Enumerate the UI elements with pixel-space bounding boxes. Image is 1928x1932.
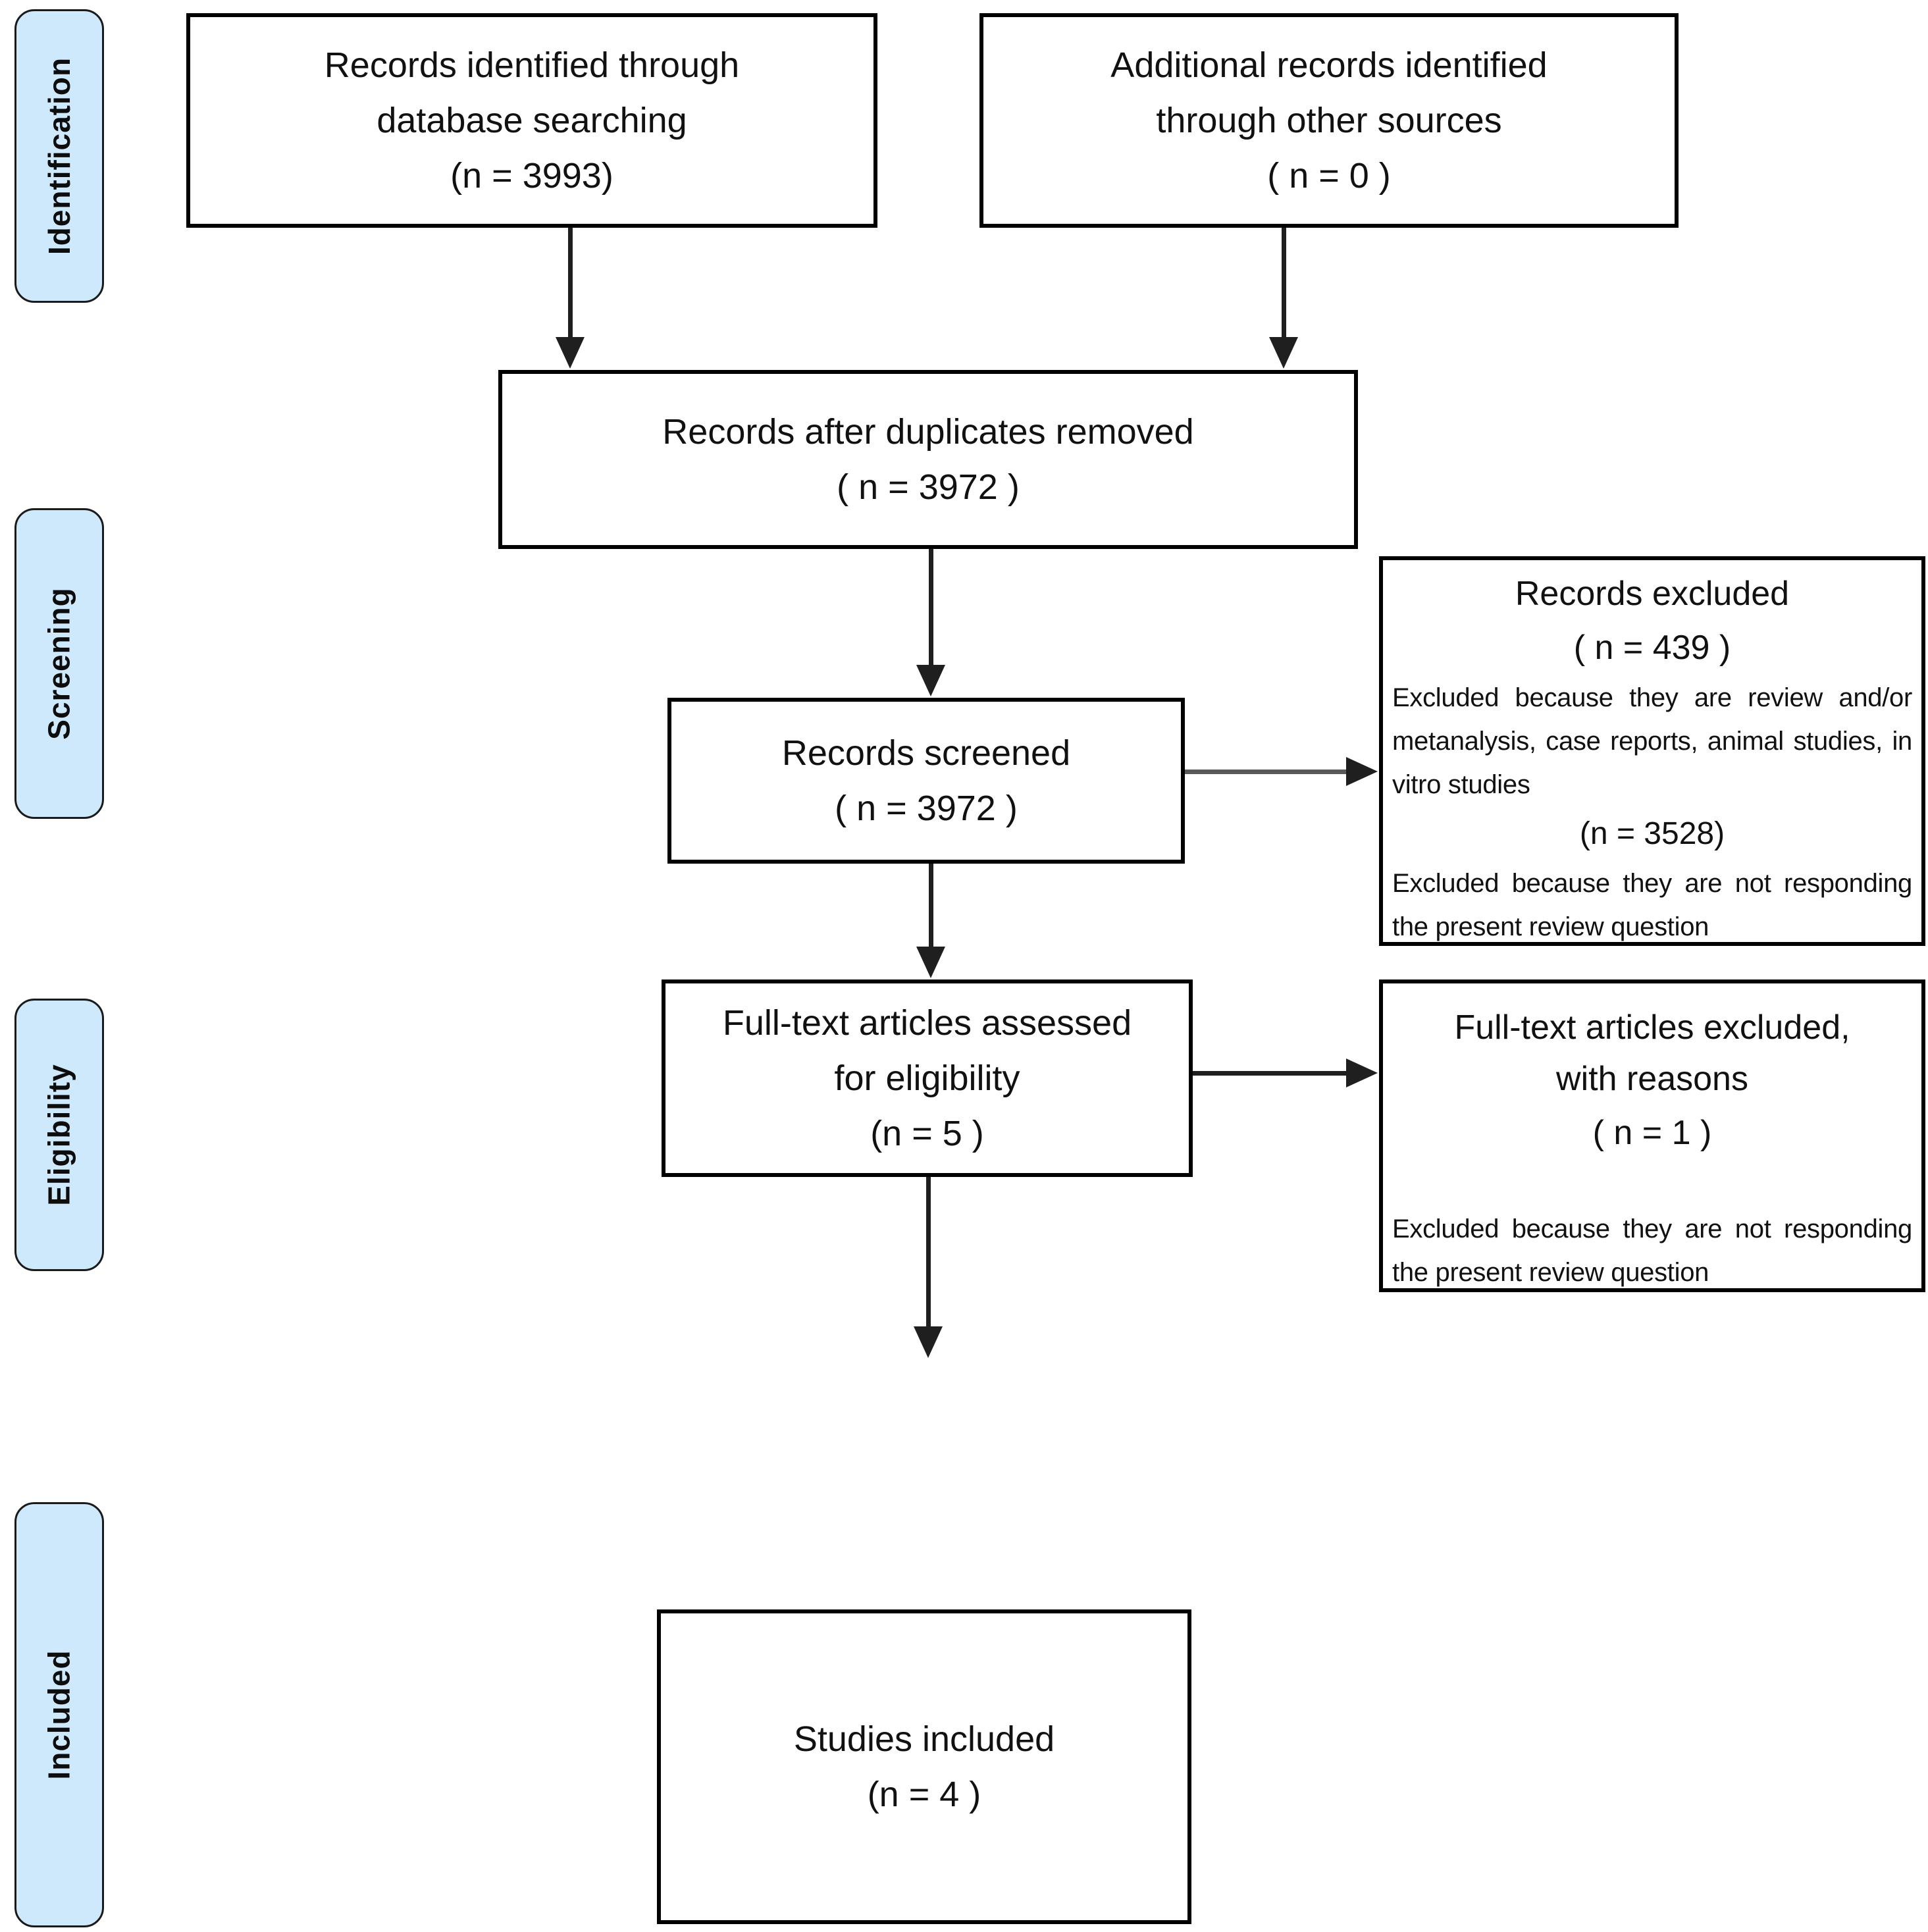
arrowhead-down-icon [914, 1326, 943, 1358]
records-excluded-count: ( n = 439 ) [1573, 629, 1731, 667]
arrowhead-down-icon [916, 947, 945, 978]
stage-screening: Screening [14, 508, 104, 819]
box-fulltext-assessed: Full-text articles assessed for eligibil… [662, 979, 1193, 1177]
stage-identification-label: Identification [42, 57, 77, 255]
arrowhead-down-icon [556, 337, 585, 369]
box-duplicates-removed: Records after duplicates removed ( n = 3… [498, 370, 1358, 549]
arrow-line-identified-to-duplicates [568, 228, 573, 337]
arrow-line-duplicates-to-screened [929, 549, 933, 665]
arrowhead-down-icon [916, 665, 945, 696]
studies-included-line1: Studies included [793, 1719, 1055, 1759]
box-records-excluded: Records excluded ( n = 439 ) Excluded be… [1379, 556, 1925, 946]
stage-screening-label: Screening [42, 587, 77, 740]
stage-included: Included [14, 1502, 104, 1927]
additional-records-count: ( n = 0 ) [1267, 156, 1391, 196]
arrowhead-right-icon [1346, 1058, 1378, 1087]
records-screened-line1: Records screened [781, 733, 1071, 773]
box-studies-included: Studies included (n = 4 ) [657, 1609, 1191, 1924]
duplicates-removed-count: ( n = 3972 ) [837, 467, 1020, 507]
duplicates-removed-line1: Records after duplicates removed [662, 412, 1194, 452]
records-screened-count: ( n = 3972 ) [835, 789, 1018, 828]
arrowhead-down-icon [1269, 337, 1298, 369]
records-identified-line1: Records identified through [324, 45, 740, 85]
records-excluded-title: Records excluded [1515, 575, 1790, 613]
box-fulltext-excluded: Full-text articles excluded, with reason… [1379, 979, 1925, 1292]
fulltext-assessed-line1: Full-text articles assessed [722, 1003, 1132, 1043]
additional-records-line2: through other sources [1156, 101, 1502, 140]
studies-included-count: (n = 4 ) [867, 1775, 981, 1814]
fulltext-excluded-count: ( n = 1 ) [1592, 1114, 1712, 1152]
box-records-identified: Records identified through database sear… [186, 13, 877, 228]
records-excluded-reason2: Excluded because they are not responding… [1392, 869, 1912, 941]
stage-included-label: Included [42, 1650, 76, 1780]
fulltext-excluded-reason: Excluded because they are not responding… [1392, 1214, 1912, 1287]
records-excluded-count2: (n = 3528) [1579, 816, 1725, 851]
arrow-line-fulltext-to-excluded [1193, 1071, 1346, 1076]
arrowhead-right-icon [1346, 757, 1378, 786]
fulltext-assessed-line2: for eligibility [834, 1058, 1020, 1098]
box-records-screened: Records screened ( n = 3972 ) [667, 698, 1185, 864]
arrow-line-screened-to-excluded [1185, 770, 1346, 774]
records-identified-count: (n = 3993) [450, 156, 613, 196]
arrow-line-fulltext-to-included [926, 1177, 931, 1326]
stage-eligibility-label: Eligibility [42, 1064, 76, 1206]
stage-identification: Identification [14, 9, 104, 303]
stage-eligibility: Eligibility [14, 999, 104, 1271]
additional-records-line1: Additional records identified [1110, 45, 1548, 85]
records-excluded-reason1: Excluded because they are review and/or … [1392, 683, 1912, 799]
arrow-line-additional-to-duplicates [1282, 228, 1286, 337]
records-identified-line2: database searching [377, 101, 687, 140]
fulltext-excluded-title1: Full-text articles excluded, [1454, 1008, 1850, 1047]
box-additional-records: Additional records identified through ot… [979, 13, 1679, 228]
fulltext-assessed-count: (n = 5 ) [870, 1114, 984, 1153]
fulltext-excluded-title2: with reasons [1556, 1060, 1748, 1098]
arrow-line-screened-to-fulltext [929, 864, 933, 947]
